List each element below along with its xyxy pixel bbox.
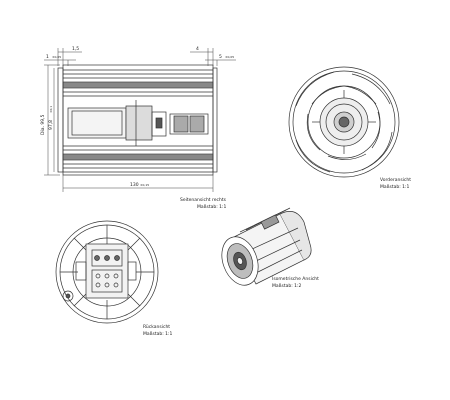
front-view-scale: Maßstab: 1:1	[380, 184, 410, 190]
dim-dia-inner: 97,8	[48, 120, 54, 130]
rear-view-scale: Maßstab: 1:1	[143, 331, 173, 337]
isometric-view	[221, 207, 312, 286]
dim-length-tol: ±0,15	[140, 183, 149, 187]
dim-top-right: 4	[196, 46, 199, 52]
side-view	[57, 64, 218, 176]
dim-dia-inner-tol: ±0,1	[49, 106, 53, 113]
side-view-title: Seitenansicht rechts	[180, 197, 227, 203]
dim-dia-outer: Dia. 99,5	[40, 115, 46, 135]
side-dimension-lines	[44, 48, 236, 192]
dim-length: 130	[130, 182, 139, 188]
dim-top-left: 1,5	[72, 46, 79, 52]
dim-left-pos: 1	[46, 54, 49, 60]
dim-left-tol: ±0,05	[52, 55, 61, 59]
rear-view-title: Rückansicht	[143, 324, 170, 330]
iso-view-title: Isometrische Ansicht	[272, 276, 319, 282]
side-view-scale: Maßstab: 1:1	[197, 204, 227, 210]
front-view-title: Vorderansicht	[380, 177, 411, 183]
iso-view-scale: Maßstab: 1:2	[272, 283, 302, 289]
dim-right-tol: ±0,05	[225, 55, 234, 59]
rear-view	[55, 220, 159, 324]
front-view	[288, 66, 400, 178]
dim-right-pos: 5	[219, 54, 222, 60]
